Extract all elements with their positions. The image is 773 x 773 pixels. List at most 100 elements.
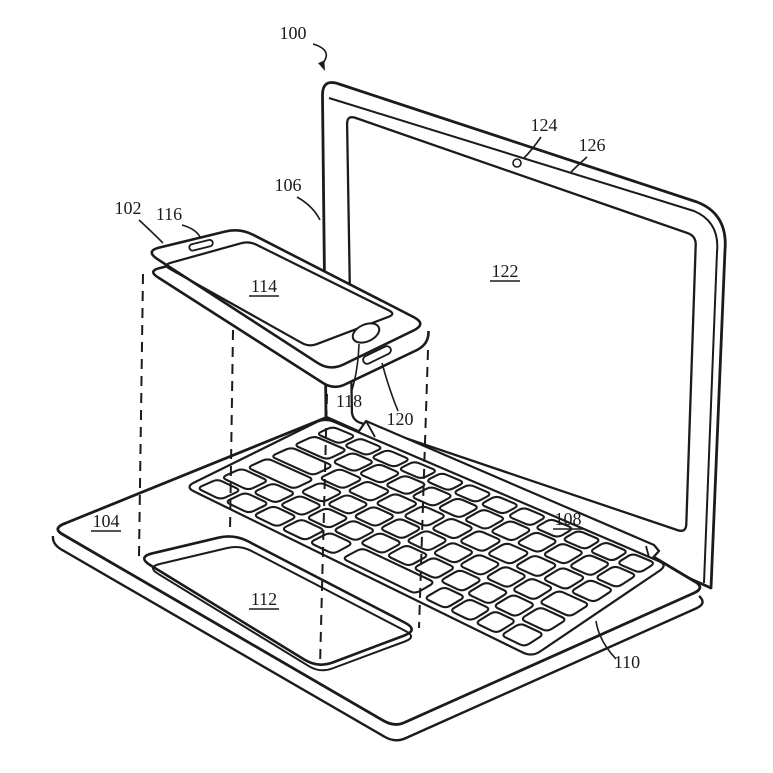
keyboard-key (334, 520, 374, 541)
reference-label-126: 126 (570, 135, 606, 173)
keyboard-key (295, 435, 346, 460)
keyboard-key (502, 623, 543, 647)
keyboard-key (517, 531, 557, 553)
keyboard-key (425, 586, 464, 609)
reference-label-100: 100 (280, 23, 328, 71)
reference-label-116: 116 (156, 204, 201, 238)
reference-numeral: 102 (115, 198, 142, 218)
keyboard-key (198, 479, 240, 500)
keyboard-key (272, 447, 332, 476)
keyboard-key (354, 506, 394, 527)
keyboard-key (488, 542, 529, 565)
keyboard-key (320, 468, 362, 489)
keyboard-key (486, 566, 526, 588)
keyboard-key (222, 468, 267, 491)
connector-port (362, 345, 392, 365)
keyboard-key (571, 579, 612, 603)
reference-numeral: 124 (531, 115, 558, 135)
keyboard-key (509, 507, 545, 526)
reference-label-122: 122 (490, 261, 520, 282)
keyboard-key (254, 483, 295, 503)
keyboard-key (476, 611, 515, 633)
keyboard-key (360, 463, 400, 484)
display-screen-outline (345, 116, 697, 532)
keyboard-key (494, 594, 534, 617)
projection-lines (138, 273, 429, 667)
keyboard-key (596, 565, 636, 588)
keyboard-key (543, 567, 585, 590)
base-bottom-edge (51, 535, 704, 742)
keyboard (188, 418, 665, 656)
keyboard-key (460, 554, 500, 576)
reference-numeral: 104 (93, 511, 120, 531)
reference-label-112: 112 (249, 589, 279, 610)
reference-numeral: 126 (579, 135, 606, 155)
keyboard-key (307, 507, 348, 529)
keyboard-key (513, 578, 553, 600)
smartphone (150, 229, 430, 389)
lid-cover-glass-edge (328, 97, 719, 584)
leader-line (181, 224, 201, 238)
keyboard-key (451, 599, 490, 621)
reference-label-120: 120 (381, 362, 414, 429)
reference-numeral: 118 (336, 391, 362, 411)
reference-numeral: 100 (280, 23, 307, 43)
keyboard-key (618, 553, 654, 573)
keyboard-key (468, 582, 508, 604)
lid-outline (321, 81, 727, 590)
leader-line (296, 196, 321, 221)
keyboard-key (348, 481, 390, 502)
keyboard-key (386, 475, 426, 495)
reference-label-110: 110 (595, 620, 640, 672)
leader-line (595, 620, 617, 660)
reference-label-102: 102 (115, 198, 164, 244)
reference-label-124: 124 (523, 115, 558, 159)
laptop-lid (321, 81, 727, 590)
keyboard-key (301, 482, 342, 503)
dock-recess-inner (151, 546, 413, 672)
reference-label-106: 106 (275, 175, 321, 221)
leader-line (570, 156, 588, 173)
reference-label-104: 104 (91, 511, 121, 532)
projection-line-left (138, 273, 144, 557)
keyboard-key (361, 532, 401, 554)
keyboard-key (387, 545, 428, 567)
reference-numeral: 114 (251, 276, 277, 296)
reference-label-114: 114 (249, 276, 279, 297)
keyboard-key (521, 607, 566, 632)
keyboard-key (460, 530, 501, 552)
reference-numeral: 108 (555, 509, 582, 529)
camera-dot (512, 158, 522, 168)
keyboard-key (345, 438, 382, 456)
keyboard-key (328, 494, 368, 515)
keyboard-key (481, 495, 518, 515)
keyboard-key (465, 509, 505, 530)
leader-line (523, 136, 542, 159)
leader-line (381, 362, 399, 412)
keyboard-key (254, 505, 296, 527)
keyboard-key (433, 542, 473, 564)
keyboard-key (226, 492, 268, 514)
keyboard-key (376, 493, 417, 514)
keyboard-key (404, 505, 445, 527)
projection-line-right (418, 349, 429, 629)
keyboard-key (248, 458, 313, 489)
keyboard-key (570, 554, 609, 576)
keyboard-key (432, 518, 473, 540)
keyboard-key (281, 495, 321, 516)
earpiece-speaker-slot (188, 238, 214, 252)
keyboard-key (399, 461, 436, 479)
reference-numeral: 120 (387, 409, 414, 429)
reference-numeral: 112 (251, 589, 277, 609)
keyboard-key (381, 518, 421, 539)
keyboard-key (427, 472, 464, 491)
keyboard-keys (198, 426, 654, 647)
reference-numeral: 116 (156, 204, 182, 224)
reference-label-118: 118 (336, 343, 362, 411)
leader-line (312, 43, 328, 64)
keyboard-key (407, 530, 447, 552)
dock-recess-outer (143, 535, 413, 666)
dock-recess (143, 535, 413, 672)
